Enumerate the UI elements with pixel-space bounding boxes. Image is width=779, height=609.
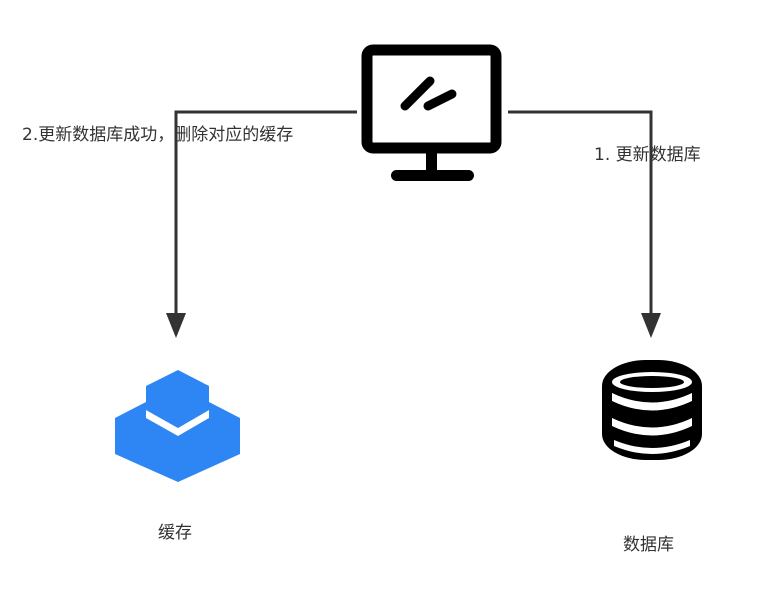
cache-label: 缓存 bbox=[158, 523, 192, 543]
step2-label: 2.更新数据库成功，删除对应的缓存 bbox=[22, 125, 294, 145]
arrow-to-database bbox=[508, 110, 661, 338]
monitor-icon bbox=[361, 44, 502, 181]
database-icon bbox=[602, 360, 702, 460]
arrowhead-to-database bbox=[641, 313, 661, 338]
connector-line-to-cache bbox=[174, 110, 357, 318]
database-label: 数据库 bbox=[623, 535, 674, 555]
cache-cube-icon bbox=[115, 370, 240, 482]
arrowhead-to-cache bbox=[166, 313, 186, 338]
arrow-to-cache bbox=[166, 110, 357, 338]
step1-label: 1. 更新数据库 bbox=[594, 145, 701, 165]
connector-line-to-database bbox=[508, 110, 653, 318]
